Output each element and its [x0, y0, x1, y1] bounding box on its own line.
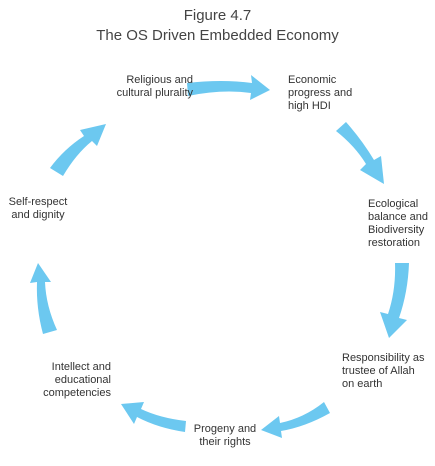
figure-number: Figure 4.7	[183, 7, 252, 24]
node-self-respect: Self-respect and dignity	[2, 196, 74, 222]
node-line: Economic	[288, 74, 337, 86]
node-economic-progress: Economic progress and high HDI	[288, 74, 388, 113]
node-line: Biodiversity	[368, 224, 425, 236]
node-line: Responsibility as	[342, 352, 425, 364]
arrow-economic-to-ecological	[336, 122, 384, 184]
node-line: Self-respect	[8, 196, 68, 208]
node-progeny-rights: Progeny and their rights	[190, 423, 260, 449]
node-line: balance and	[368, 211, 428, 223]
node-line: and dignity	[11, 209, 65, 221]
arrow-ecological-to-responsibility	[380, 263, 409, 338]
node-line: restoration	[368, 237, 420, 249]
node-line: on earth	[342, 378, 383, 390]
arrow-responsibility-to-progeny	[261, 402, 330, 438]
node-line: progress and	[288, 87, 353, 99]
arrow-selfrespect-to-religious	[50, 124, 106, 176]
node-line: Progeny and	[193, 423, 257, 435]
node-line: Religious and	[126, 74, 193, 86]
node-line: their rights	[199, 436, 251, 448]
node-line: competencies	[43, 387, 111, 399]
node-line: trustee of Allah	[342, 365, 415, 377]
node-line: cultural plurality	[116, 87, 193, 99]
node-responsibility-trustee: Responsibility as trustee of Allah on ea…	[342, 352, 434, 391]
figure-header: Figure 4.7 The OS Driven Embedded Econom…	[0, 6, 435, 46]
node-line: Intellect and	[51, 361, 111, 373]
node-ecological-balance: Ecological balance and Biodiversity rest…	[368, 198, 434, 250]
node-line: educational	[54, 374, 111, 386]
arrow-religious-to-economic	[187, 75, 270, 100]
figure-title: The OS Driven Embedded Economy	[96, 27, 339, 44]
arrow-intellect-to-selfrespect	[30, 263, 57, 334]
node-line: high HDI	[288, 100, 331, 112]
node-religious-plurality: Religious and cultural plurality	[85, 74, 193, 100]
node-line: Ecological	[368, 198, 419, 210]
arrow-progeny-to-intellect	[121, 402, 186, 432]
node-intellect-education: Intellect and educational competencies	[25, 361, 111, 400]
